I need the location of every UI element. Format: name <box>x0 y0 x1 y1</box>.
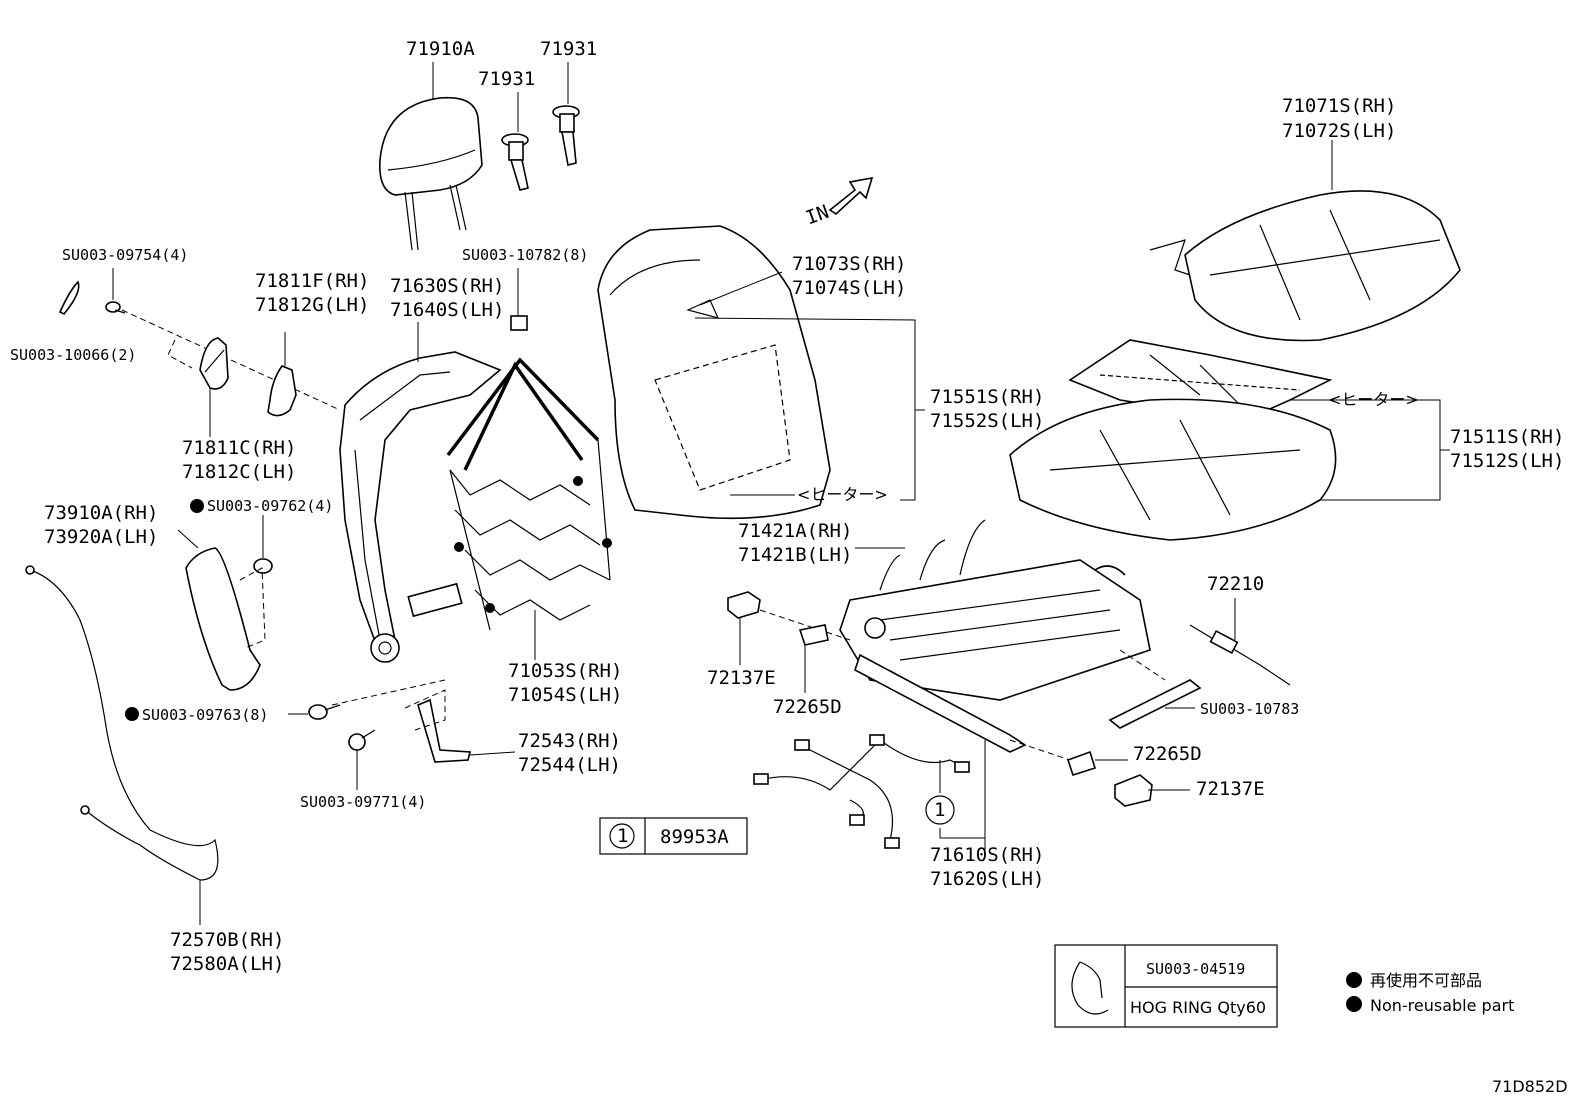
legend-dot-en <box>1346 996 1362 1012</box>
label-heater-back: <ヒーター> <box>797 485 888 504</box>
label-72543: 72543(RH) <box>518 730 621 752</box>
label-72265d-a: 72265D <box>773 696 842 718</box>
callout-table: 1 89953A <box>599 817 748 855</box>
label-72580a: 72580A(LH) <box>170 953 284 975</box>
legend-text-en: Non-reusable part <box>1370 996 1514 1015</box>
headrest-guide-a <box>501 133 529 191</box>
clip-small-b <box>105 301 126 314</box>
legend: 再使用不可部品 Non-reusable part <box>1346 971 1514 1015</box>
label-71071s: 71071S(RH) <box>1282 95 1396 117</box>
strip-10783 <box>1108 679 1202 729</box>
label-71073s: 71073S(RH) <box>792 253 906 275</box>
clip-10782 <box>510 315 528 331</box>
callout-number: 1 <box>934 799 945 821</box>
label-su003-10783: SU003-10783 <box>1200 700 1299 718</box>
legend-text-jp: 再使用不可部品 <box>1370 971 1482 990</box>
figure-id: 71D852D <box>1492 1077 1568 1096</box>
hog-ring-part: SU003-04519 <box>1146 960 1245 978</box>
label-su003-09762: SU003-09762(4) <box>207 497 333 515</box>
label-73920a: 73920A(LH) <box>44 526 158 548</box>
non-reusable-mark-09763 <box>125 707 139 721</box>
seatback-frame <box>339 351 502 663</box>
bolt-09771 <box>348 729 376 751</box>
label-71630s: 71630S(RH) <box>390 275 504 297</box>
label-71074s: 71074S(LH) <box>792 277 906 299</box>
side-airbag <box>185 547 261 691</box>
bracket-72543 <box>417 698 472 763</box>
label-71812c: 71812C(LH) <box>182 461 296 483</box>
release-cable <box>25 565 219 881</box>
callout-table-num: 1 <box>617 825 628 847</box>
label-su003-09763: SU003-09763(8) <box>142 706 268 724</box>
label-71053s: 71053S(RH) <box>508 660 622 682</box>
label-71610s: 71610S(RH) <box>930 844 1044 866</box>
label-in: IN <box>803 201 832 230</box>
label-73910a: 73910A(RH) <box>44 502 158 524</box>
label-71511s: 71511S(RH) <box>1450 426 1564 448</box>
label-71054s: 71054S(LH) <box>508 684 622 706</box>
label-72137e-a: 72137E <box>707 667 776 689</box>
label-71812g: 71812G(LH) <box>255 294 369 316</box>
hog-ring-box: SU003-04519 HOG RING Qty60 <box>1054 944 1278 1028</box>
cushion-pad <box>1009 398 1337 541</box>
label-su003-10782: SU003-10782(8) <box>462 246 588 264</box>
seatback-spring <box>446 357 612 631</box>
label-71421a: 71421A(RH) <box>738 520 852 542</box>
headrest-part <box>378 96 483 251</box>
hog-ring-desc: HOG RING Qty60 <box>1130 998 1266 1017</box>
label-su003-09771: SU003-09771(4) <box>300 793 426 811</box>
label-71931-b: 71931 <box>540 38 597 60</box>
cover-72137e-b <box>1114 774 1153 807</box>
label-71640s: 71640S(LH) <box>390 299 504 321</box>
side-shield-upper <box>267 365 297 417</box>
label-71910a: 71910A <box>406 38 475 60</box>
non-reusable-mark-09762 <box>190 499 204 513</box>
label-71551s: 71551S(RH) <box>930 386 1044 408</box>
label-71931-a: 71931 <box>478 68 535 90</box>
cushion-cover <box>1149 190 1461 342</box>
wire-harness <box>753 734 970 849</box>
label-72265d-b: 72265D <box>1133 743 1202 765</box>
label-71512s: 71512S(LH) <box>1450 450 1564 472</box>
in-direction-arrow <box>828 176 874 216</box>
label-72210: 72210 <box>1207 573 1264 595</box>
label-71811f: 71811F(RH) <box>255 270 369 292</box>
label-72137e-b: 72137E <box>1196 778 1265 800</box>
headrest-guide-b <box>552 105 580 166</box>
label-su003-10066: SU003-10066(2) <box>10 346 136 364</box>
label-71620s: 71620S(LH) <box>930 868 1044 890</box>
clip-small-a <box>58 280 80 316</box>
hog-ring-icon <box>1071 961 1109 1015</box>
cover-72137e-a <box>727 591 761 619</box>
label-71552s: 71552S(LH) <box>930 410 1044 432</box>
label-71811c: 71811C(RH) <box>182 437 296 459</box>
cable-72210 <box>1189 624 1291 686</box>
callout-table-part: 89953A <box>660 826 729 848</box>
nut-09762 <box>253 558 273 574</box>
clip-72265d-b <box>1066 750 1097 777</box>
side-shield-lower <box>199 337 229 390</box>
label-72544: 72544(LH) <box>518 754 621 776</box>
label-71072s: 71072S(LH) <box>1282 120 1396 142</box>
seatback-pad <box>597 225 831 520</box>
label-71421b: 71421B(LH) <box>738 544 852 566</box>
label-heater-cushion: <ヒーター> <box>1328 390 1419 409</box>
clip-72265d-a <box>798 624 829 646</box>
legend-dot-jp <box>1346 972 1362 988</box>
seat-cushion-frame <box>839 519 1151 753</box>
label-72570b: 72570B(RH) <box>170 929 284 951</box>
label-su003-09754: SU003-09754(4) <box>62 246 188 264</box>
bolt-09763 <box>308 704 341 720</box>
